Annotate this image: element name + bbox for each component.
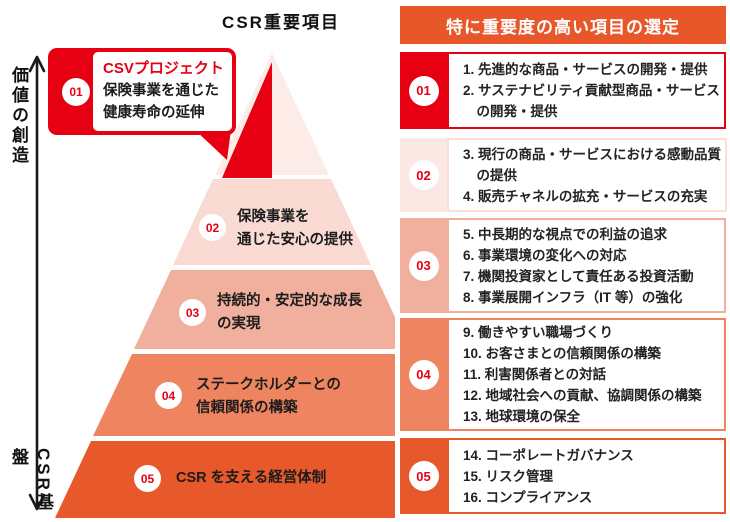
text-line: 14. コーポレートガバナンス <box>463 447 634 463</box>
tier-2-number: 02 <box>205 220 220 235</box>
row-02-number-badge: 02 <box>408 160 439 190</box>
text-line: 13. 地球環境の保全 <box>463 409 581 424</box>
row-05-number-badge: 05 <box>408 461 439 491</box>
row-04-badge-column: 04 <box>400 318 447 431</box>
row-01-items: 1. 先進的な商品・サービスの開発・提供 2. サステナビリティ貢献型商品・サービ… <box>447 52 726 129</box>
pyramid-tier-2 <box>173 179 371 265</box>
callout-heading: CSVプロジェクト <box>103 60 224 77</box>
callout-text-line: 健康寿命の延伸 <box>103 105 205 121</box>
tier-2-badge: 02 <box>199 214 226 241</box>
pyramid-tier-3 <box>134 270 395 349</box>
text-line: ステークホルダーとの <box>196 377 341 393</box>
row-03-number: 03 <box>416 258 431 273</box>
text-line: 3. 現行の商品・サービスにおける感動品質 <box>463 146 722 162</box>
text-line: 10. お客さまとの信頼関係の構築 <box>463 346 661 361</box>
callout-number-badge: 01 <box>62 78 90 106</box>
text-line: 16. コンプライアンス <box>463 489 593 505</box>
row-05-items: 14. コーポレートガバナンス 15. リスク管理 16. コンプライアンス <box>447 438 726 514</box>
row-01-badge-column: 01 <box>400 52 447 129</box>
panel-row-02: 02 3. 現行の商品・サービスにおける感動品質 の提供 4. 販売チャネルの拡充… <box>400 138 728 212</box>
pyramid-tier-5 <box>55 441 395 518</box>
tier-3-badge: 03 <box>179 299 206 326</box>
row-02-badge-column: 02 <box>400 138 447 212</box>
panel-header: 特に重要度の高い項目の選定 <box>400 6 726 44</box>
panel-row-01: 01 1. 先進的な商品・サービスの開発・提供 2. サステナビリティ貢献型商品・… <box>400 52 726 129</box>
tier-4-label: ステークホルダーとの信頼関係の構築 <box>196 374 341 419</box>
row-04-number-badge: 04 <box>408 359 439 390</box>
text-line: 持続的・安定的な成長 <box>217 293 362 309</box>
row-03-items: 5. 中長期的な視点での利益の追求 6. 事業環境の変化への対応 7. 機関投資家と… <box>447 218 726 313</box>
text-line: 2. サステナビリティ貢献型商品・サービス <box>463 83 720 98</box>
text-line: 11. 利害関係者との対話 <box>463 367 607 382</box>
callout-text-line: 保険事業を通じた <box>103 83 219 99</box>
panel-row-03: 03 5. 中長期的な視点での利益の追求 6. 事業環境の変化への対応 7. 機関投… <box>400 218 726 313</box>
apex-highlight-triangle <box>222 62 272 178</box>
callout-number: 01 <box>69 85 83 99</box>
text-line: の開発・提供 <box>463 104 558 119</box>
text-line: 7. 機関投資家として責任ある投資活動 <box>463 268 694 284</box>
row-04-items: 9. 働きやすい職場づくり 10. お客さまとの信頼関係の構築 11. 利害関係者と… <box>447 318 726 431</box>
callout-body: CSVプロジェクト 保険事業を通じた 健康寿命の延伸 <box>93 52 232 131</box>
row-02-items: 3. 現行の商品・サービスにおける感動品質 の提供 4. 販売チャネルの拡充・サー… <box>447 138 728 212</box>
text-line: 保険事業を <box>237 209 310 225</box>
tier-5-label: CSR を支える経営体制 <box>176 467 326 490</box>
text-line: 5. 中長期的な視点での利益の追求 <box>463 226 668 242</box>
panel-row-04: 04 9. 働きやすい職場づくり 10. お客さまとの信頼関係の構築 11. 利害関… <box>400 318 726 431</box>
row-04-number: 04 <box>416 367 431 382</box>
panel-row-05: 05 14. コーポレートガバナンス 15. リスク管理 16. コンプライアンス <box>400 438 726 514</box>
text-line: 6. 事業環境の変化への対応 <box>463 247 627 263</box>
callout-tail <box>195 130 231 160</box>
tier-5-badge: 05 <box>134 465 161 492</box>
text-line: 信頼関係の構築 <box>196 399 298 416</box>
row-05-number: 05 <box>416 468 431 484</box>
arrow-up-icon <box>28 55 46 73</box>
row-02-number: 02 <box>416 167 431 183</box>
row-01-number: 01 <box>416 83 431 98</box>
text-line: CSR を支える経営体制 <box>176 470 327 486</box>
row-05-badge-column: 05 <box>400 438 447 514</box>
row-03-number-badge: 03 <box>408 250 439 281</box>
pyramid-tier-4 <box>93 354 395 436</box>
text-line: 通じた安心の提供 <box>237 231 353 248</box>
row-01-number-badge: 01 <box>408 75 439 106</box>
text-line: 9. 働きやすい職場づくり <box>463 325 614 340</box>
arrow-down-icon <box>28 493 46 511</box>
tier-4-badge: 04 <box>155 382 182 409</box>
tier-3-number: 03 <box>185 305 200 320</box>
text-line: 1. 先進的な商品・サービスの開発・提供 <box>463 62 708 77</box>
row-03-badge-column: 03 <box>400 218 447 313</box>
tier-3-label: 持続的・安定的な成長の実現 <box>217 290 362 335</box>
text-line: の実現 <box>217 315 261 332</box>
text-line: 15. リスク管理 <box>463 468 554 484</box>
text-line: 12. 地域社会への貢献、協調関係の構築 <box>463 388 702 403</box>
tier-5-number: 05 <box>140 471 155 486</box>
page-title: CSR重要項目 <box>222 13 340 32</box>
tier-2-label: 保険事業を通じた安心の提供 <box>237 206 353 251</box>
text-line: 4. 販売チャネルの拡充・サービスの充実 <box>463 188 708 204</box>
text-line: 8. 事業展開インフラ（IT 等）の強化 <box>463 289 683 305</box>
csv-project-callout: 01 CSVプロジェクト 保険事業を通じた 健康寿命の延伸 <box>48 48 236 135</box>
tier-4-number: 04 <box>161 388 176 403</box>
axis-label-csr-foundation: CSR基盤 <box>9 448 53 513</box>
text-line: の提供 <box>463 167 517 183</box>
axis-label-value-creation: 価値の創造 <box>9 66 28 166</box>
